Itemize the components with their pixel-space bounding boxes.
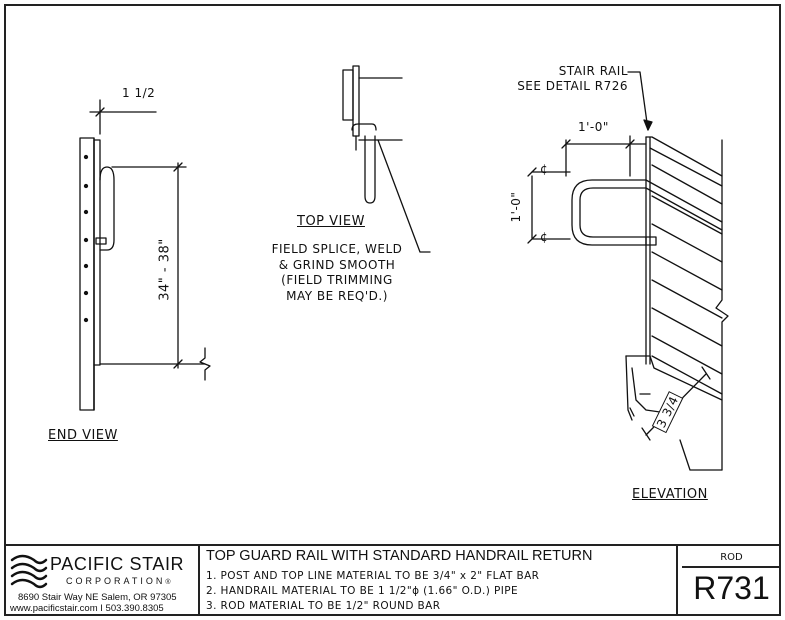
company-address: 8690 Stair Way NE Salem, OR 97305 <box>18 592 177 603</box>
company-sub-text: CORPORATION <box>66 576 166 586</box>
top-view-title: TOP VIEW <box>297 214 365 229</box>
top-view-note: FIELD SPLICE, WELD & GRIND SMOOTH (FIELD… <box>246 242 428 304</box>
category-label: ROD <box>720 552 743 563</box>
note-2: 2. HANDRAIL MATERIAL TO BE 1 1/2"ϕ (1.66… <box>206 585 519 597</box>
title-block: PACIFIC STAIR CORPORATION® 8690 Stair Wa… <box>6 544 779 616</box>
company-contact: www.pacificstair.com I 503.390.8305 <box>10 603 164 614</box>
elevation-dim-horizontal: 1'-0" <box>578 120 609 134</box>
drawing-title: TOP GUARD RAIL WITH STANDARD HANDRAIL RE… <box>206 548 593 564</box>
stair-rail-callout-line-2: SEE DETAIL R726 <box>517 79 628 93</box>
logo-mark <box>10 554 48 589</box>
drawing-code: R731 <box>693 570 770 606</box>
note-1: 1. POST AND TOP LINE MATERIAL TO BE 3/4"… <box>206 570 540 582</box>
end-view-drawing <box>79 99 211 411</box>
note-3: 3. ROD MATERIAL TO BE 1/2" ROUND BAR <box>206 600 441 612</box>
end-view-dim-height: 34" - 38" <box>157 238 173 301</box>
end-view-title: END VIEW <box>48 428 118 443</box>
drawing-frame <box>4 4 781 616</box>
top-view-drawing <box>342 65 431 253</box>
top-view-note-line-1: FIELD SPLICE, WELD <box>271 242 403 256</box>
company-sub: CORPORATION® <box>66 576 171 586</box>
elevation-title: ELEVATION <box>632 487 708 502</box>
stair-rail-callout: STAIR RAIL SEE DETAIL R726 <box>478 64 628 94</box>
centerline-symbol-bottom: ¢ <box>540 230 549 244</box>
top-view-note-line-4: MAY BE REQ'D.) <box>286 288 388 303</box>
registered-mark: ® <box>165 579 171 586</box>
elevation-dim-vertical: 1'-0" <box>509 191 523 223</box>
elevation-drawing <box>527 71 729 471</box>
end-view-dim-top: 1 1/2 <box>122 86 156 100</box>
stair-rail-callout-line-1: STAIR RAIL <box>558 64 628 78</box>
top-view-note-line-2: & GRIND SMOOTH <box>278 257 396 272</box>
company-name: PACIFIC STAIR <box>50 554 185 574</box>
centerline-symbol-top: ¢ <box>540 162 549 176</box>
top-view-note-line-3: (FIELD TRIMMING <box>281 273 393 287</box>
